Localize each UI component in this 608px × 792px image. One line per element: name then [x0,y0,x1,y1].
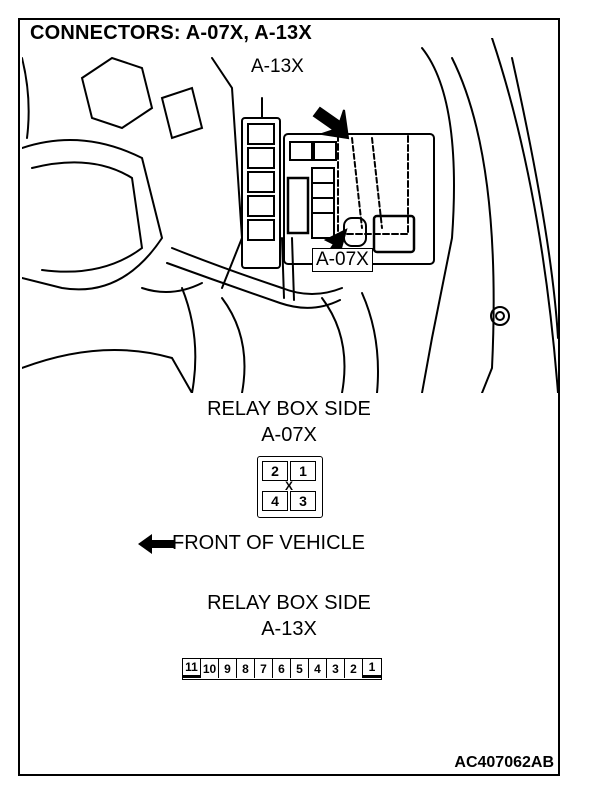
engine-bay-illustration [22,38,559,393]
pin-1: 1 [363,659,381,678]
a13x-side-label: RELAY BOX SIDE [207,592,371,614]
pin-2: 2 [345,659,363,678]
pin-10: 10 [201,659,219,678]
figure-code: AC407062AB [454,754,554,771]
pin-8: 8 [237,659,255,678]
front-arrow-icon [138,534,174,554]
pin-9: 9 [219,659,237,678]
connector-a13x-face: 11 10 9 8 7 6 5 4 3 2 1 [182,658,382,680]
front-of-vehicle-label: FRONT OF VEHICLE [172,532,365,554]
pin-5: 5 [291,659,309,678]
diagram-title: CONNECTORS: A-07X, A-13X [28,22,314,45]
pin-2: 2 [262,461,288,481]
pin-3: 3 [290,491,316,511]
a07x-name: A-07X [261,424,317,446]
pin-4: 4 [309,659,327,678]
a13x-name: A-13X [261,618,317,640]
center-mark: X [285,479,294,493]
pin-1: 1 [290,461,316,481]
pin-7: 7 [255,659,273,678]
pin-4: 4 [262,491,288,511]
pin-6: 6 [273,659,291,678]
callout-a07x: A-07X [312,248,373,272]
pin-11: 11 [183,659,201,678]
callout-a13x: A-13X [250,56,305,78]
connector-a07x-face: 2 1 X 4 3 [257,456,323,518]
diagram-frame: CONNECTORS: A-07X, A-13X A-13X A-07X REL… [18,18,560,776]
a07x-side-label: RELAY BOX SIDE [207,398,371,420]
pin-3: 3 [327,659,345,678]
